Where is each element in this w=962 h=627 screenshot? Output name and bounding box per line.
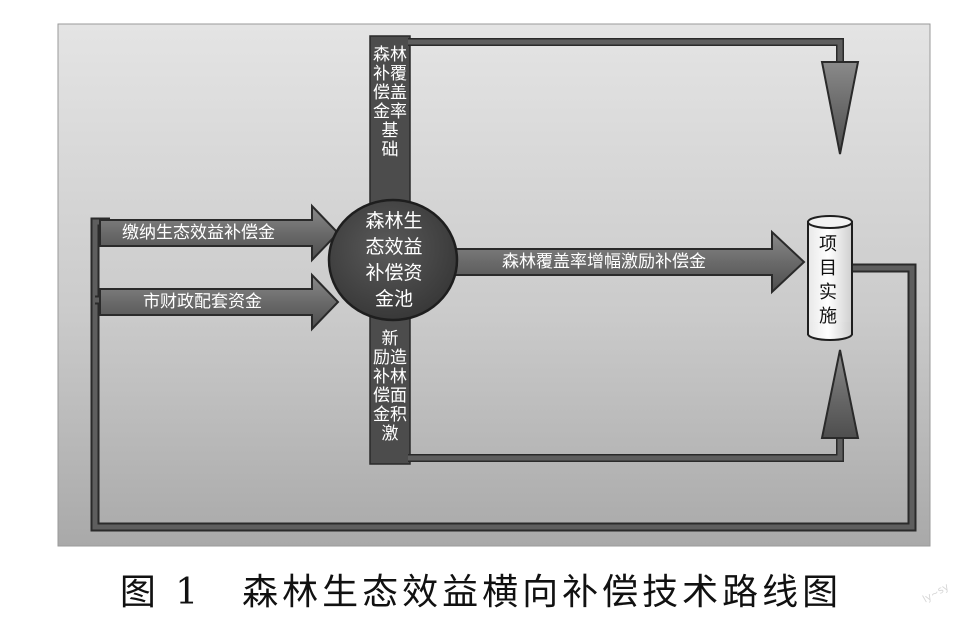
city-finance-label: 市财政配套资金 <box>143 292 262 312</box>
fund-pool-line-4: 金池 <box>374 288 413 310</box>
new-forest-line-5: 金积 <box>373 405 407 425</box>
basic-coverage-line-3: 偿盖 <box>373 83 407 103</box>
figure-caption: 图 1 森林生态效益横向补偿技术路线图 <box>119 572 843 613</box>
project-cylinder <box>807 215 853 341</box>
project-line-4: 施 <box>819 306 837 327</box>
new-forest-line-1: 新 <box>381 329 399 349</box>
top-route-arrowhead <box>820 61 860 155</box>
basic-coverage-line-2: 补覆 <box>373 64 407 84</box>
output-arrow-incentive <box>447 229 806 295</box>
project-line-3: 实 <box>819 282 837 303</box>
basic-coverage-line-1: 森林 <box>373 45 407 65</box>
basic-coverage-label: 森林 补覆 偿盖 金率 基 础 <box>372 46 408 160</box>
fund-pool-line-3: 补偿资 <box>365 262 423 284</box>
project-line-2: 目 <box>819 258 837 279</box>
new-forest-line-6: 激 <box>381 424 399 444</box>
ecological-fee-label: 缴纳生态效益补偿金 <box>122 223 275 243</box>
fund-pool-label: 森林生 态效益 补偿资 金池 <box>332 204 456 316</box>
fund-pool-line-1: 森林生 <box>365 210 423 232</box>
project-line-1: 项 <box>819 234 837 255</box>
new-forest-line-3: 补林 <box>373 367 407 387</box>
incentive-fund-label: 森林覆盖率增幅激励补偿金 <box>502 252 706 272</box>
basic-coverage-line-6: 础 <box>381 140 399 160</box>
vertical-bar-top <box>369 35 411 217</box>
new-forest-line-4: 偿面 <box>373 386 407 406</box>
project-label: 项 目 实 施 <box>808 226 848 336</box>
new-forest-line-2: 励造 <box>373 348 407 368</box>
fund-pool-line-2: 态效益 <box>365 236 423 258</box>
fund-pool-circle <box>327 198 459 322</box>
diagram-panel <box>57 23 931 547</box>
basic-coverage-line-5: 基 <box>381 121 399 141</box>
input-arrow-ecological-fee <box>99 203 340 263</box>
bottom-route-arrowhead <box>820 349 860 439</box>
new-forest-label: 新 励造 补林 偿面 金积 激 <box>372 330 408 444</box>
input-arrow-city-finance <box>99 272 340 332</box>
basic-coverage-line-4: 金率 <box>373 102 407 122</box>
